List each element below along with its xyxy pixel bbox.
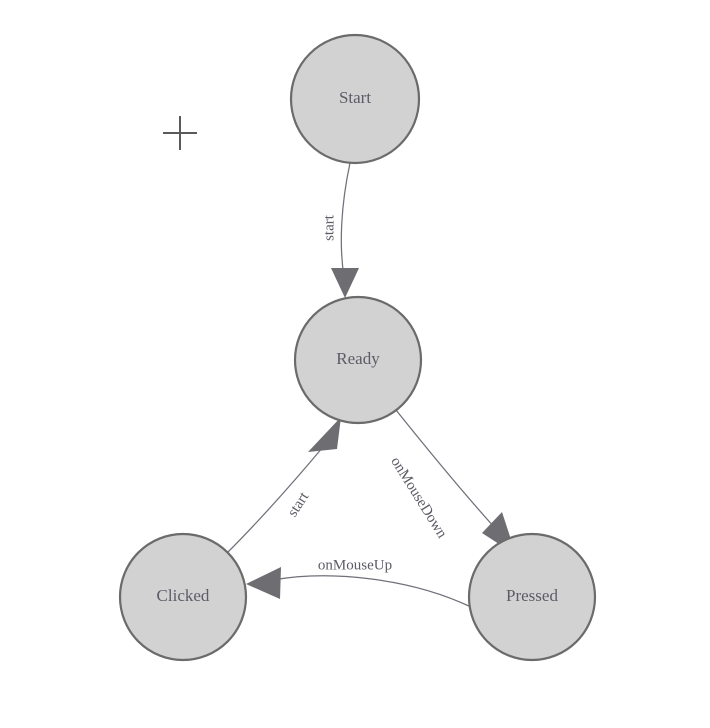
edge-label-clicked-to-ready: start [285, 489, 313, 520]
arrowhead-icon [308, 417, 341, 452]
edge-start-to-ready[interactable]: start [321, 162, 359, 298]
edge-line [226, 446, 324, 554]
node-start[interactable]: Start [289, 33, 421, 165]
node-label-pressed: Pressed [506, 586, 558, 605]
edge-label-ready-to-pressed: onMouseDown [387, 454, 450, 541]
edge-ready-to-pressed[interactable]: onMouseDown [387, 409, 516, 555]
edge-pressed-to-clicked[interactable]: onMouseUp [246, 557, 472, 608]
edge-clicked-to-ready[interactable]: start [226, 417, 341, 554]
node-label-ready: Ready [336, 349, 380, 368]
node-clicked[interactable]: Clicked [118, 532, 248, 662]
edge-line [340, 162, 351, 278]
node-label-start: Start [339, 88, 371, 107]
node-circle[interactable] [293, 295, 423, 425]
node-circle[interactable] [118, 532, 248, 662]
node-circle[interactable] [467, 532, 597, 662]
edge-label-start-to-ready: start [321, 214, 337, 241]
node-ready[interactable]: Ready [293, 295, 423, 425]
crosshair-icon [163, 116, 197, 150]
node-pressed[interactable]: Pressed [467, 532, 597, 662]
edge-line [272, 575, 472, 608]
arrowhead-icon [331, 268, 359, 298]
node-circle[interactable] [289, 33, 421, 165]
node-label-clicked: Clicked [157, 586, 210, 605]
arrowhead-icon [246, 567, 281, 599]
edge-label-pressed-to-clicked: onMouseUp [318, 557, 392, 573]
